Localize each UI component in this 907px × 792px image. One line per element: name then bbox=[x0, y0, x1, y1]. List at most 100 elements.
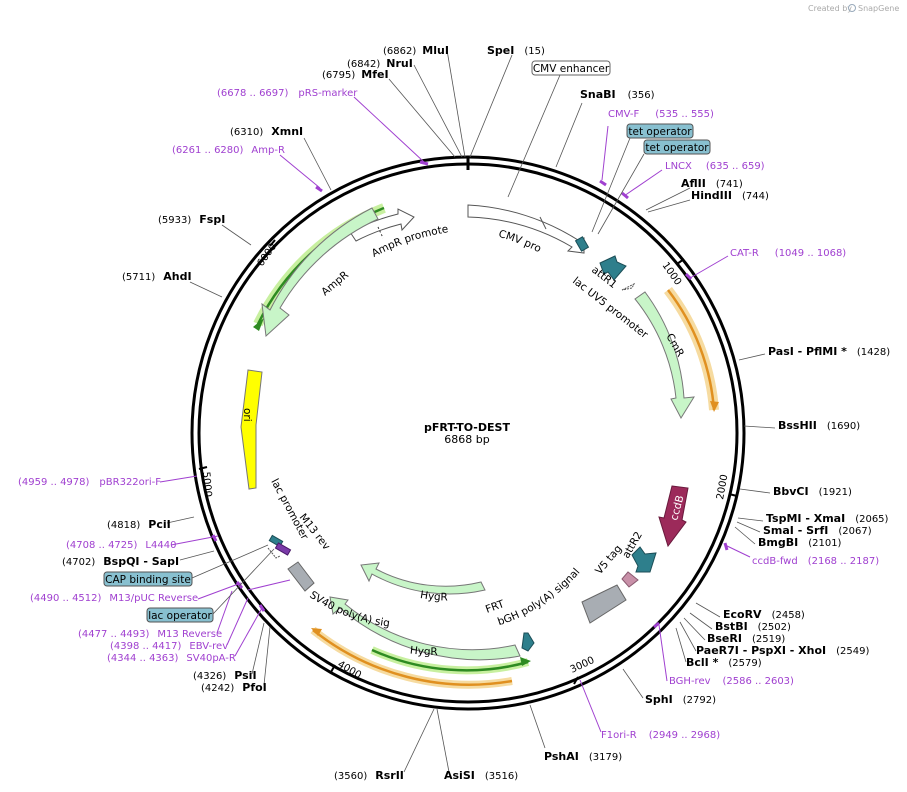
boxed-labels: CMV enhancer tet operator tet operator C… bbox=[103, 60, 711, 623]
enzyme-asisi[interactable]: AsiSI(3516) bbox=[444, 769, 518, 782]
enzyme-spei[interactable]: SpeI(15) bbox=[487, 44, 545, 57]
enzyme-bsshii[interactable]: BssHII(1690) bbox=[778, 419, 860, 432]
enzyme-paer7i-pspxi-xhoi[interactable]: PaeR7I - PspXI - XhoI(2549) bbox=[696, 644, 870, 657]
primer-pbr322ori-f[interactable]: (4959 .. 4978)pBR322ori-F bbox=[18, 477, 161, 488]
enzyme-xmni[interactable]: (6310)XmnI bbox=[230, 125, 303, 138]
enzyme-bseri[interactable]: BseRI(2519) bbox=[707, 632, 785, 645]
box-tet-operator-2 bbox=[643, 139, 711, 155]
plasmid-size: 6868 bp bbox=[444, 433, 489, 446]
bgh-polya-block[interactable] bbox=[581, 584, 627, 624]
box-cmv-enhancer bbox=[531, 60, 611, 76]
box-cap-binding-site-leader bbox=[191, 544, 269, 579]
ampr-orf-arrowhead bbox=[253, 318, 264, 331]
primer-m13-reverse[interactable]: (4477 .. 4493)M13 Reverse bbox=[78, 629, 222, 640]
primer-bgh-rev[interactable]: BGH-rev(2586 .. 2603) bbox=[669, 676, 794, 687]
credit-text: Created by bbox=[808, 4, 852, 13]
m13-rev-block bbox=[274, 542, 292, 556]
lac-uv5-promoter-arrow[interactable] bbox=[621, 282, 636, 291]
enzyme-ahdi[interactable]: (5711)AhdI bbox=[122, 270, 192, 283]
box-lac-operator-leader bbox=[212, 548, 275, 615]
primer-lncx[interactable]: LNCX(635 .. 659) bbox=[665, 161, 765, 172]
label-ampr: AmpR bbox=[319, 269, 351, 298]
enzyme-pcii[interactable]: (4818)PciI bbox=[107, 518, 171, 531]
enzyme-mfei[interactable]: (6795)MfeI bbox=[322, 68, 389, 81]
enzyme-pasi-pflmi[interactable]: PasI - PflMI *(1428) bbox=[768, 345, 890, 358]
box-tet-operator-2-label[interactable]: tet operator bbox=[645, 142, 709, 154]
enzyme-fspi[interactable]: (5933)FspI bbox=[158, 213, 225, 226]
box-tet-operator-1-leader bbox=[591, 137, 631, 233]
tick-1000: 1000 bbox=[660, 260, 684, 287]
enzyme-aflii[interactable]: AflII(741) bbox=[681, 177, 743, 190]
box-tet-operator-1 bbox=[626, 123, 694, 139]
enzyme-bmgbi[interactable]: BmgBI(2101) bbox=[758, 536, 842, 549]
hygr-arrow-outer[interactable] bbox=[329, 596, 521, 661]
box-tet-operator-1-label[interactable]: tet operator bbox=[628, 126, 692, 138]
ampr-arrow[interactable] bbox=[261, 207, 379, 338]
enzyme-ecorv[interactable]: EcoRV(2458) bbox=[723, 608, 805, 621]
primer-leaders bbox=[159, 96, 751, 733]
tick-2000: 2000 bbox=[715, 474, 730, 501]
enzyme-snabi[interactable]: SnaBI(356) bbox=[580, 88, 655, 101]
cmr-arrow[interactable] bbox=[634, 291, 695, 420]
tick-1000-mark bbox=[676, 258, 685, 265]
enzyme-nrui[interactable]: (6842)NruI bbox=[347, 57, 413, 70]
label-hygr-outer: HygR bbox=[409, 644, 437, 658]
orange-orf-arrowhead bbox=[311, 628, 322, 636]
box-cap-binding-site bbox=[103, 571, 193, 587]
attr1-arrow[interactable] bbox=[599, 255, 627, 281]
enzyme-pfoi[interactable]: (4242)PfoI bbox=[201, 681, 267, 694]
primer-cmv-f[interactable]: CMV-F(535 .. 555) bbox=[608, 109, 714, 120]
primer-f1ori-r[interactable]: F1ori-R(2949 .. 2968) bbox=[601, 730, 720, 741]
attr2-arrow[interactable] bbox=[631, 546, 657, 573]
enzyme-bstbi[interactable]: BstBI(2502) bbox=[715, 620, 791, 633]
ccdb-arrow[interactable] bbox=[658, 485, 689, 548]
hygr-arrow-inner[interactable] bbox=[360, 562, 486, 595]
enzyme-tspmi-xmai[interactable]: TspMI - XmaI(2065) bbox=[766, 512, 889, 525]
cmr-orf-arrowhead bbox=[710, 401, 719, 412]
enzyme-bbvci[interactable]: BbvCI(1921) bbox=[773, 485, 852, 498]
enzyme-rsrii[interactable]: (3560)RsrII bbox=[334, 769, 404, 782]
snapgene-logo-icon bbox=[848, 4, 856, 12]
enzyme-smai-srfi[interactable]: SmaI - SrfI(2067) bbox=[763, 524, 872, 537]
snapgene-credit: Created by SnapGene bbox=[808, 4, 899, 13]
primer-marks bbox=[211, 160, 729, 629]
enzyme-mlui[interactable]: (6862)MluI bbox=[383, 44, 449, 57]
tick-3000-mark bbox=[573, 676, 579, 685]
enzyme-pshai[interactable]: PshAI(3179) bbox=[544, 750, 622, 763]
hygr-orf-arrowhead bbox=[520, 657, 531, 666]
enzyme-hindiii[interactable]: HindIII(744) bbox=[691, 189, 769, 202]
ori-arrow[interactable] bbox=[240, 369, 263, 490]
cmr-orf-line bbox=[667, 289, 716, 411]
primer-cat-r[interactable]: CAT-R(1049 .. 1068) bbox=[730, 248, 846, 259]
cmv-promoter-arrow[interactable] bbox=[467, 204, 585, 254]
enzyme-psii[interactable]: (4326)PsiI bbox=[193, 669, 257, 682]
primer-prs-marker[interactable]: (6678 .. 6697)pRS-marker bbox=[217, 88, 358, 99]
primer-m13-puc-reverse[interactable]: (4490 .. 4512)M13/pUC Reverse bbox=[30, 593, 198, 604]
primer-sv40pa-r[interactable]: (4344 .. 4363)SV40pA-R bbox=[107, 653, 236, 664]
tick-6000-mark bbox=[269, 239, 276, 247]
primer-amp-r[interactable]: (6261 .. 6280)Amp-R bbox=[172, 145, 285, 156]
features bbox=[240, 203, 719, 689]
box-cmv-enhancer-label[interactable]: CMV enhancer bbox=[533, 63, 610, 75]
plasmid-title: pFRT-TO-DEST 6868 bp bbox=[424, 421, 510, 446]
sv40-polya-block[interactable] bbox=[287, 561, 315, 592]
enzyme-bspqi-sapi[interactable]: (4702)BspQI - SapI bbox=[62, 555, 179, 568]
cmv-promoter-divider bbox=[539, 216, 547, 230]
box-cap-binding-site-label[interactable]: CAP binding site bbox=[105, 574, 191, 586]
box-cmv-enhancer-leader bbox=[507, 74, 561, 198]
label-bgh-polya: bGH poly(A) signal bbox=[496, 566, 582, 628]
enzyme-bcli[interactable]: BclI *(2579) bbox=[686, 656, 762, 669]
tick-6000: 6000 bbox=[255, 242, 279, 269]
enzyme-leaders bbox=[166, 49, 776, 773]
plasmid-name: pFRT-TO-DEST bbox=[424, 421, 510, 434]
enzyme-sphi[interactable]: SphI(2792) bbox=[645, 693, 716, 706]
primer-ccdb-fwd[interactable]: ccdB-fwd(2168 .. 2187) bbox=[752, 556, 879, 567]
brand-text: SnapGene bbox=[858, 4, 899, 13]
box-lac-operator-label[interactable]: lac operator bbox=[148, 610, 212, 622]
primer-ebv-rev[interactable]: (4398 .. 4417)EBV-rev bbox=[110, 641, 228, 652]
label-lac-promoter: lac promoter bbox=[268, 477, 310, 543]
v5-tag-block[interactable] bbox=[621, 571, 639, 588]
primer-l4440[interactable]: (4708 .. 4725)L4440 bbox=[66, 540, 176, 551]
frt-arrow[interactable] bbox=[521, 632, 535, 652]
